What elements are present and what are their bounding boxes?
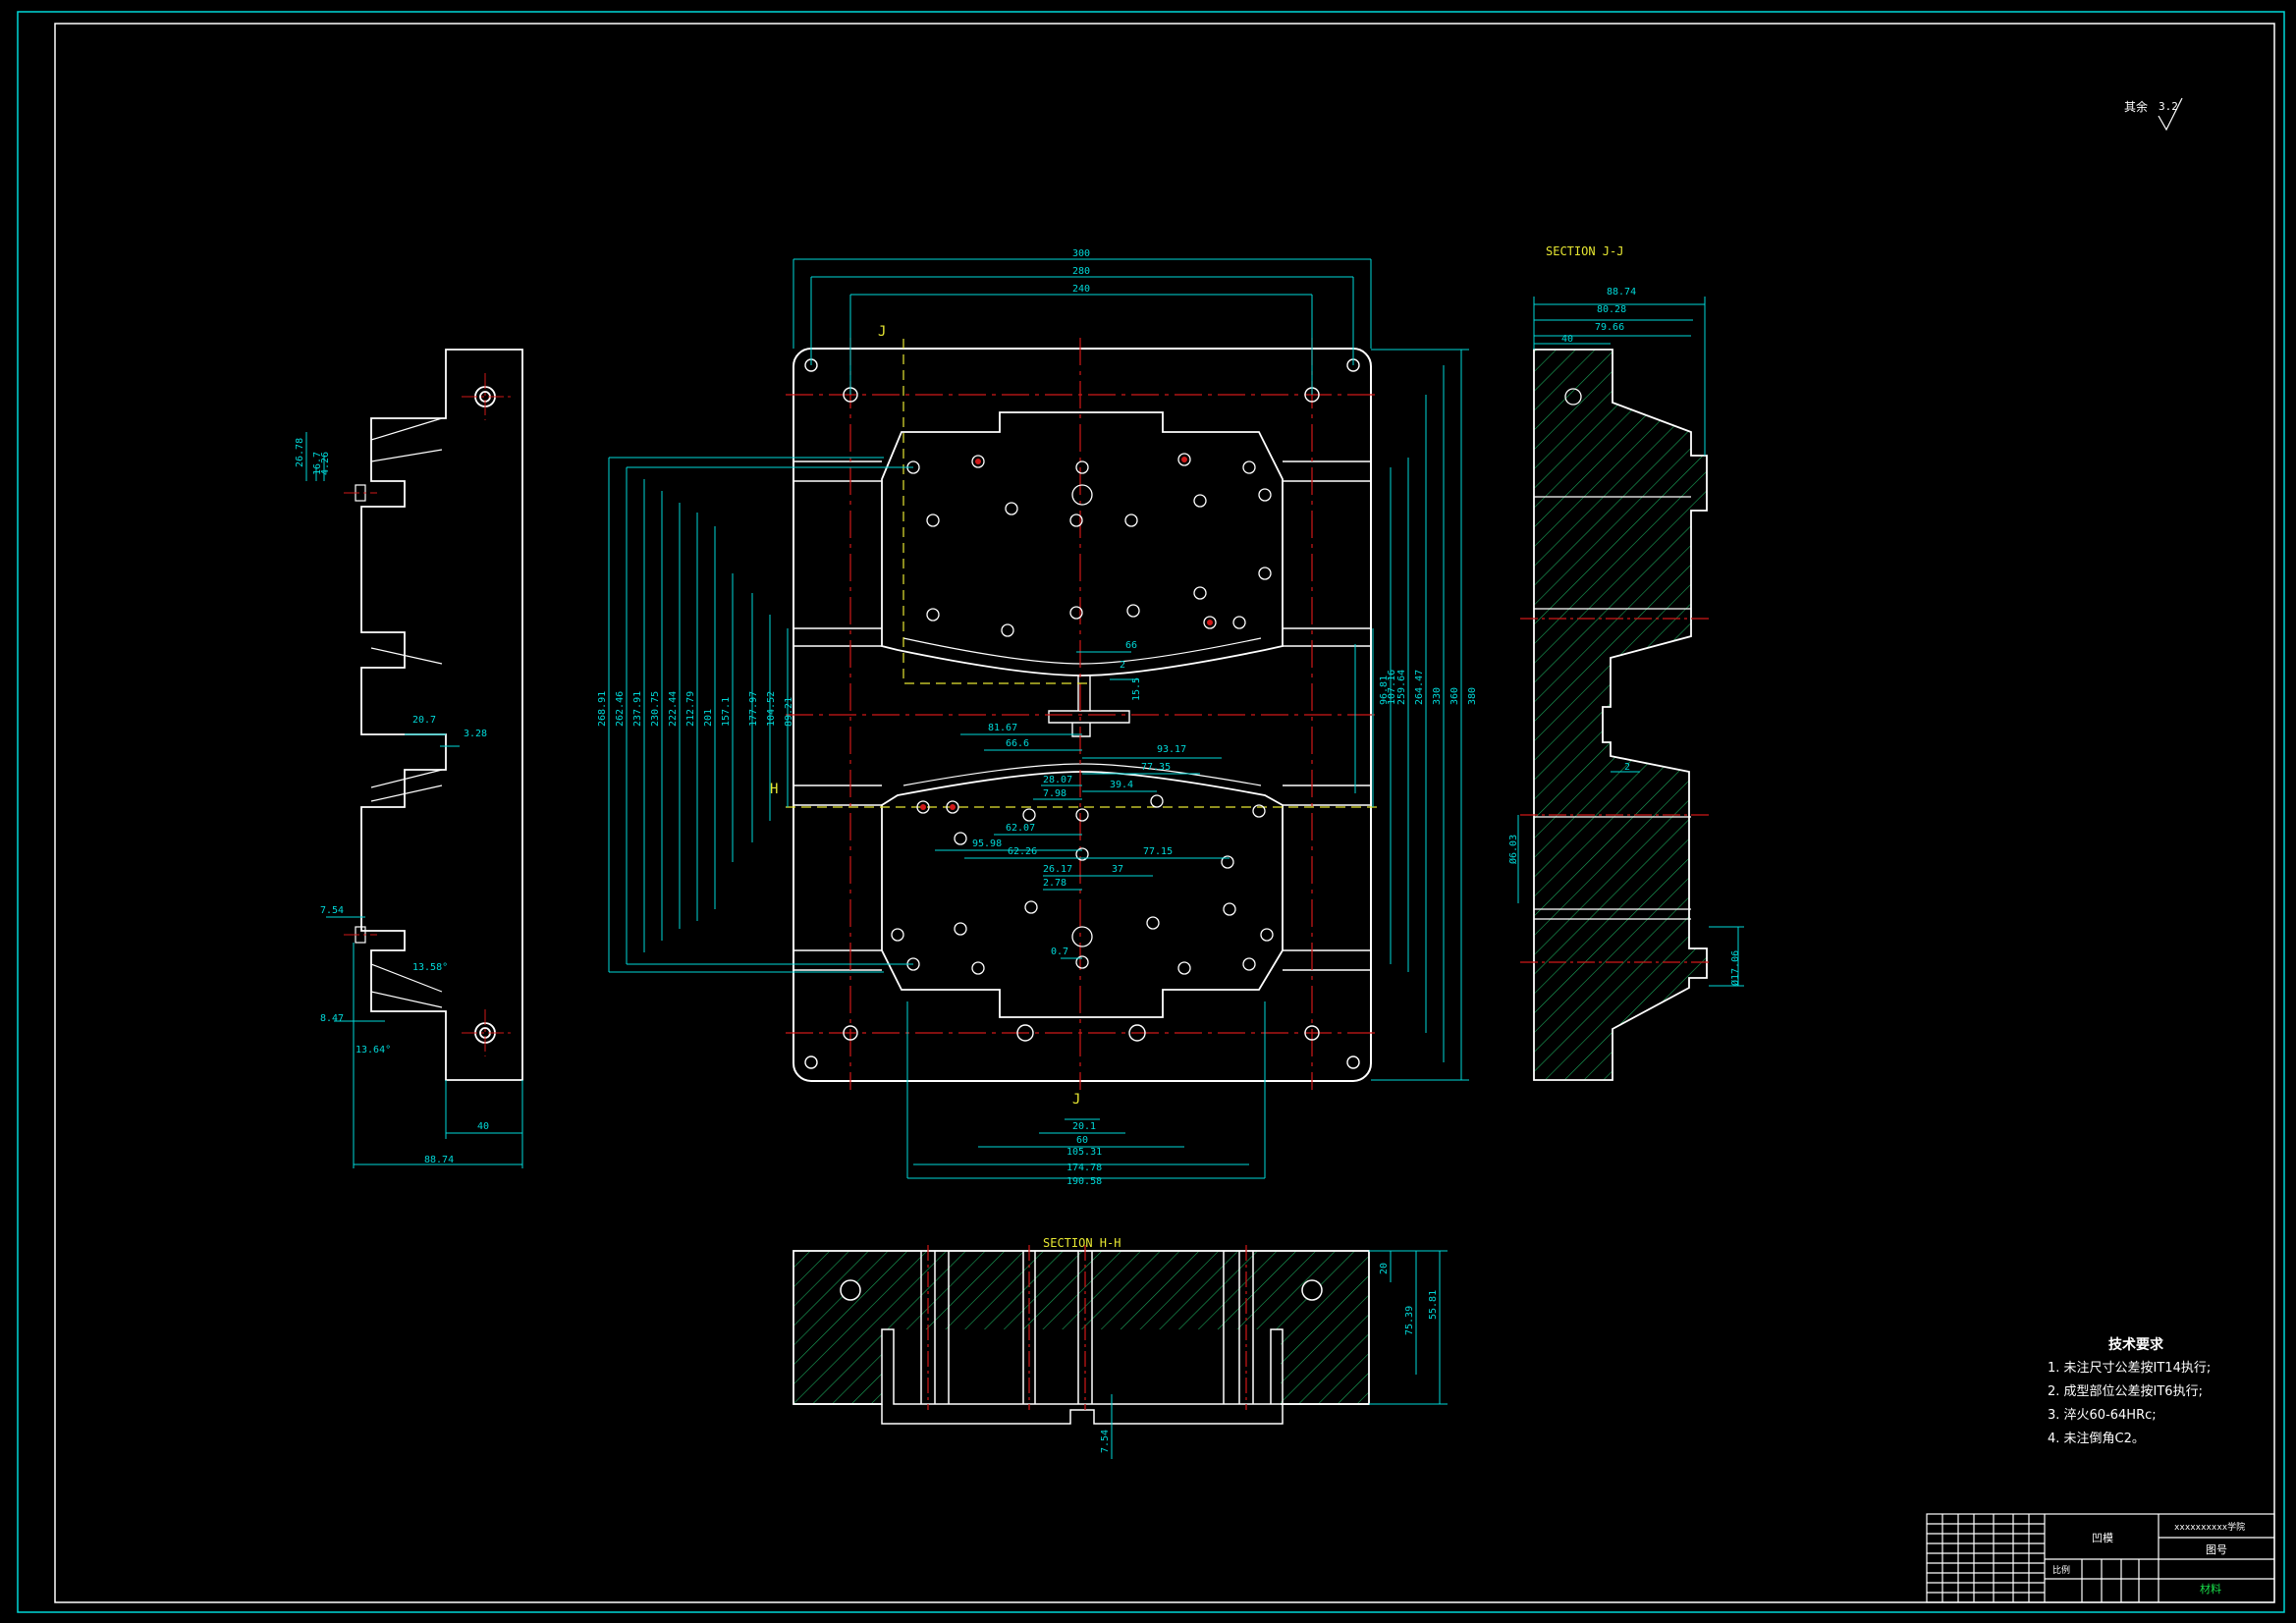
dim-side-right-3: 79.66: [1595, 322, 1624, 333]
section-hh-label: SECTION H-H: [1043, 1236, 1121, 1250]
dim-left-7: 201: [703, 709, 714, 727]
dim-center-lower-12: 26.17: [1043, 864, 1072, 875]
dim-bottom-5: 190.58: [1066, 1176, 1102, 1187]
dim-left-8: 157.1: [721, 697, 732, 727]
dim-side-right-4: 40: [1561, 334, 1573, 345]
section-j-mark-bottom: J: [1072, 1092, 1080, 1108]
title-sheet: 图号: [2206, 1543, 2227, 1556]
dim-center-lower-15: 0.7: [1051, 947, 1068, 957]
dim-side-right-5: 2: [1624, 762, 1630, 773]
inner-border: [54, 23, 2275, 1603]
dim-top-3: 240: [1072, 284, 1090, 295]
dim-side-left-10: 40: [477, 1121, 489, 1132]
dim-bottom-1: 20.1: [1072, 1121, 1096, 1132]
section-j-mark: J: [878, 324, 886, 340]
dim-hh-1: 20: [1379, 1263, 1390, 1274]
dim-center-lower-7: 39.4: [1110, 780, 1133, 790]
dim-center-lower-2: 66.6: [1006, 738, 1029, 749]
dim-hh-4: 7.54: [1100, 1430, 1111, 1453]
dim-bottom-4: 174.78: [1066, 1163, 1102, 1173]
title-scale: 比例: [2052, 1564, 2070, 1576]
section-jj-dims: [1517, 297, 1744, 987]
outer-border: [17, 11, 2285, 1613]
dim-right-2: 107.16: [1387, 670, 1397, 705]
dim-center-lower-14: 37: [1112, 864, 1123, 875]
dim-center-lower-11: 77.15: [1143, 846, 1173, 857]
dim-center-lower-9: 95.98: [972, 839, 1002, 849]
dim-center-lower-6: 7.98: [1043, 788, 1066, 799]
dim-center-upper-3: 15.5: [1131, 677, 1142, 701]
dim-center-upper-2: 2: [1120, 660, 1125, 671]
dim-side-left-2: 16.7: [312, 452, 323, 475]
dim-center-lower-4: 77.35: [1141, 762, 1171, 773]
title-block: [1926, 1513, 2275, 1603]
dim-bottom-3: 105.31: [1066, 1147, 1102, 1158]
technical-requirements: 技术要求 1. 未注尺寸公差按IT14执行; 2. 成型部位公差按IT6执行; …: [2048, 1333, 2234, 1451]
tech-req-item-2: 2. 成型部位公差按IT6执行;: [2048, 1384, 2203, 1399]
dim-side-left-5: 3.28: [464, 729, 487, 739]
section-jj-label: SECTION J-J: [1546, 244, 1623, 258]
dim-center-lower-3: 93.17: [1157, 744, 1186, 755]
dim-left-4: 230.75: [650, 691, 661, 727]
roughness-label: 其余: [2124, 100, 2149, 114]
dim-left-1: 268.91: [597, 691, 608, 727]
section-hh-view: [793, 1245, 1370, 1425]
dim-side-right-2: 80.28: [1597, 304, 1626, 315]
title-drawing-name: 凹模: [2092, 1532, 2113, 1544]
tech-req-title: 技术要求: [2108, 1337, 2163, 1353]
plan-dimension-lines: [608, 258, 1469, 1179]
plan-view: [786, 338, 1379, 1090]
dim-top-2: 280: [1072, 266, 1090, 277]
tech-req-item-4: 4. 未注倒角C2。: [2048, 1432, 2145, 1446]
roughness-symbol-icon: [2158, 97, 2183, 132]
dim-top-1: 300: [1072, 248, 1090, 259]
dim-right-5: 330: [1432, 687, 1443, 705]
title-school: xxxxxxxxxx学院: [2174, 1521, 2245, 1533]
dim-left-10: 104.52: [766, 691, 777, 727]
dim-side-left-8: 8.47: [320, 1013, 344, 1024]
tech-req-item-3: 3. 淬火60-64HRc;: [2048, 1408, 2157, 1423]
title-material: 材料: [2200, 1582, 2221, 1596]
dim-side-left-9: 13.64°: [355, 1045, 391, 1055]
dim-bottom-2: 60: [1076, 1135, 1088, 1146]
dim-left-3: 237.91: [632, 691, 643, 727]
section-jj-view: [1520, 349, 1709, 1081]
dim-center-lower-10: 62.26: [1008, 846, 1037, 857]
dim-side-right-7: Ø17.06: [1729, 950, 1741, 986]
dim-side-left-3: 4.26: [320, 452, 331, 475]
dim-center-lower-1: 81.67: [988, 723, 1017, 733]
dim-center-upper-1: 66: [1125, 640, 1137, 651]
dim-left-5: 222.44: [668, 691, 679, 727]
dim-side-right-1: 88.74: [1607, 287, 1636, 298]
dim-side-right-6: Ø6.03: [1507, 835, 1519, 864]
dim-hh-3: 55.81: [1428, 1290, 1439, 1320]
dim-right-1: 96.81: [1379, 676, 1390, 705]
dim-left-2: 262.46: [615, 691, 626, 727]
dim-side-left-11: 88.74: [424, 1155, 454, 1165]
roughness-value: 3.2: [2159, 100, 2178, 113]
dim-side-left-7: 13.58°: [412, 962, 448, 973]
dim-left-9: 177.97: [748, 691, 759, 727]
dim-right-4: 264.47: [1414, 670, 1425, 705]
upper-cavity: [881, 411, 1284, 676]
section-hh-dims: [1111, 1250, 1448, 1459]
tech-req-item-1: 1. 未注尺寸公差按IT14执行;: [2048, 1361, 2212, 1376]
dim-right-3: 259.64: [1396, 670, 1407, 705]
dim-hh-2: 75.39: [1404, 1306, 1415, 1335]
dim-side-left-6: 7.54: [320, 905, 344, 916]
dim-center-lower-13: 2.78: [1043, 878, 1066, 889]
dim-left-11: 89.21: [784, 697, 794, 727]
dim-side-left-4: 20.7: [412, 715, 436, 726]
dim-right-6: 360: [1449, 687, 1460, 705]
dim-center-lower-5: 28.07: [1043, 775, 1072, 785]
dim-right-7: 380: [1467, 687, 1478, 705]
section-h-mark: H: [770, 782, 778, 797]
dim-side-left-1: 26.78: [295, 438, 305, 467]
left-side-dims: [305, 432, 523, 1168]
dim-left-6: 212.79: [685, 691, 696, 727]
dim-center-lower-8: 62.07: [1006, 823, 1035, 834]
left-side-centerlines: [344, 373, 511, 1056]
